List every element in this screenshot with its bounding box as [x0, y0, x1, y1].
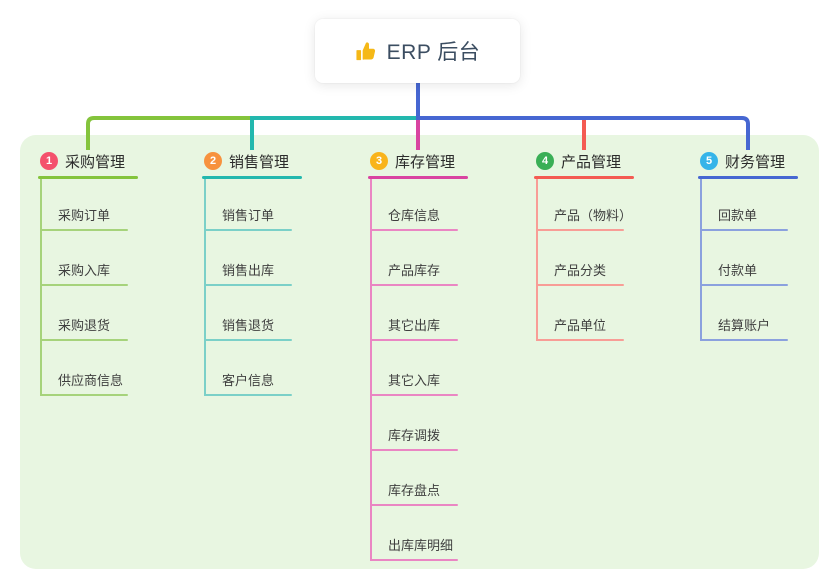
child-node-label[interactable]: 销售订单: [222, 208, 275, 223]
child-underline: [537, 284, 624, 286]
child-underline: [701, 284, 788, 286]
branch-underline: [202, 176, 302, 179]
child-underline: [701, 229, 788, 231]
child-underline: [701, 339, 788, 341]
child-node-label[interactable]: 客户信息: [222, 373, 275, 388]
child-underline: [371, 229, 458, 231]
branch-node: 3 库存管理 仓库信息产品库存其它出库其它入库库存调拨库存盘点出库库明细: [368, 150, 468, 561]
branch-underline: [698, 176, 798, 179]
branch-spine-line: [40, 179, 42, 396]
branch-number-badge: 4: [536, 152, 554, 170]
branch-underline: [368, 176, 468, 179]
child-underline: [371, 559, 458, 561]
child-node-label[interactable]: 结算账户: [718, 318, 771, 333]
branch-header[interactable]: 4 产品管理: [534, 150, 634, 172]
root-node-label: ERP 后台: [386, 41, 481, 64]
branch-node: 4 产品管理 产品（物料） 产品分类产品单位: [534, 150, 634, 341]
branch-title: 库存管理: [395, 153, 456, 171]
branch-underline: [38, 176, 138, 179]
child-node-label[interactable]: 采购退货: [58, 318, 111, 333]
branch-number-badge: 1: [40, 152, 58, 170]
child-node-label[interactable]: 其它入库: [388, 373, 441, 388]
child-node-label[interactable]: 其它出库: [388, 318, 441, 333]
branch-spine-line: [700, 179, 702, 341]
child-underline: [371, 449, 458, 451]
child-node-label[interactable]: 采购入库: [58, 263, 111, 278]
child-underline: [205, 339, 292, 341]
child-node-label[interactable]: 产品库存: [388, 263, 441, 278]
child-node-label[interactable]: 库存盘点: [388, 483, 441, 498]
child-underline: [41, 284, 128, 286]
branch-underline: [534, 176, 634, 179]
child-node-label[interactable]: 回款单: [718, 208, 758, 223]
child-underline: [205, 284, 292, 286]
branch-spine-line: [204, 179, 206, 396]
child-node-label[interactable]: 产品分类: [554, 263, 607, 278]
child-node-label[interactable]: 出库库明细: [388, 538, 454, 553]
child-node-label[interactable]: 供应商信息: [58, 373, 124, 388]
branches-panel: [20, 135, 819, 569]
branch-title: 采购管理: [65, 153, 126, 171]
branch-spine-line: [536, 179, 538, 341]
child-node-label[interactable]: 销售退货: [222, 318, 275, 333]
branch-node: 5 财务管理 回款单付款单结算账户: [698, 150, 798, 341]
branch-number-badge: 5: [700, 152, 718, 170]
child-underline: [371, 504, 458, 506]
branch-title: 产品管理: [561, 153, 622, 171]
branch-spine-line: [370, 179, 372, 561]
branch-number-badge: 2: [204, 152, 222, 170]
child-node-label[interactable]: 库存调拨: [388, 428, 441, 443]
child-node-label[interactable]: 销售出库: [222, 263, 275, 278]
child-node-label[interactable]: 产品（物料）: [554, 208, 633, 223]
child-underline: [41, 339, 128, 341]
child-underline: [41, 229, 128, 231]
child-underline: [41, 394, 128, 396]
child-underline: [205, 394, 292, 396]
child-underline: [371, 284, 458, 286]
branch-header[interactable]: 5 财务管理: [698, 150, 798, 172]
child-underline: [371, 394, 458, 396]
branch-header[interactable]: 3 库存管理: [368, 150, 468, 172]
child-underline: [537, 229, 624, 231]
thumbs-up-icon: [356, 41, 375, 60]
branch-header[interactable]: 1 采购管理: [38, 150, 138, 172]
child-underline: [371, 339, 458, 341]
child-node-label[interactable]: 付款单: [718, 263, 758, 278]
branch-node: 2 销售管理 销售订单销售出库销售退货客户信息: [202, 150, 302, 396]
branch-header[interactable]: 2 销售管理: [202, 150, 302, 172]
branch-number-badge: 3: [370, 152, 388, 170]
branch-title: 财务管理: [725, 153, 786, 171]
root-node[interactable]: ERP 后台: [315, 19, 520, 83]
child-node-label[interactable]: 产品单位: [554, 318, 607, 333]
branch-title: 销售管理: [229, 153, 290, 171]
child-node-label[interactable]: 采购订单: [58, 208, 111, 223]
child-underline: [205, 229, 292, 231]
child-node-label[interactable]: 仓库信息: [388, 208, 441, 223]
child-underline: [537, 339, 624, 341]
branch-node: 1 采购管理 采购订单采购入库采购退货供应商信息: [38, 150, 138, 396]
